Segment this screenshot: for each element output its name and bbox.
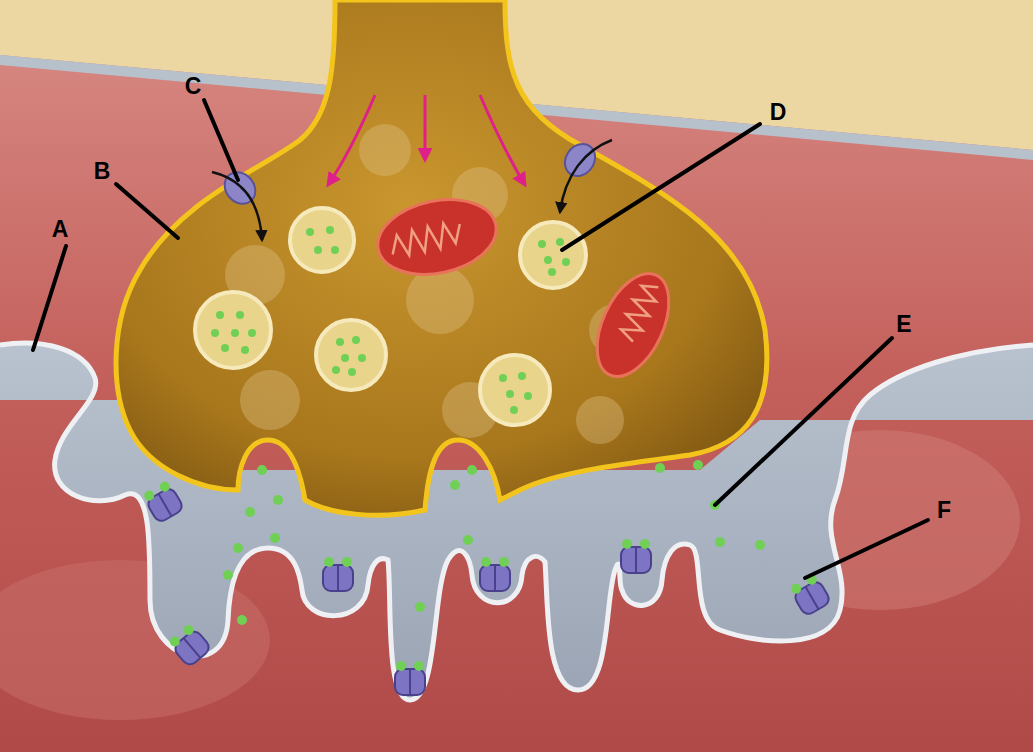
neurotransmitter — [223, 460, 765, 625]
receptors — [142, 479, 832, 695]
axon-terminal — [116, 0, 767, 515]
callout-letter: A — [52, 218, 69, 241]
impulse-arrows — [328, 95, 525, 185]
callout-letter: C — [185, 75, 202, 98]
callout-letter: E — [896, 313, 911, 336]
callout-letter: B — [94, 160, 111, 183]
background-vesicles — [225, 124, 641, 444]
callout-letter: F — [937, 499, 951, 522]
synaptic-vesicles — [195, 208, 586, 425]
mitochondrion — [583, 262, 684, 387]
calcium-channel — [559, 138, 612, 212]
callout-letter: D — [770, 101, 787, 124]
leader-lines — [33, 100, 928, 578]
mitochondrion — [371, 189, 503, 284]
